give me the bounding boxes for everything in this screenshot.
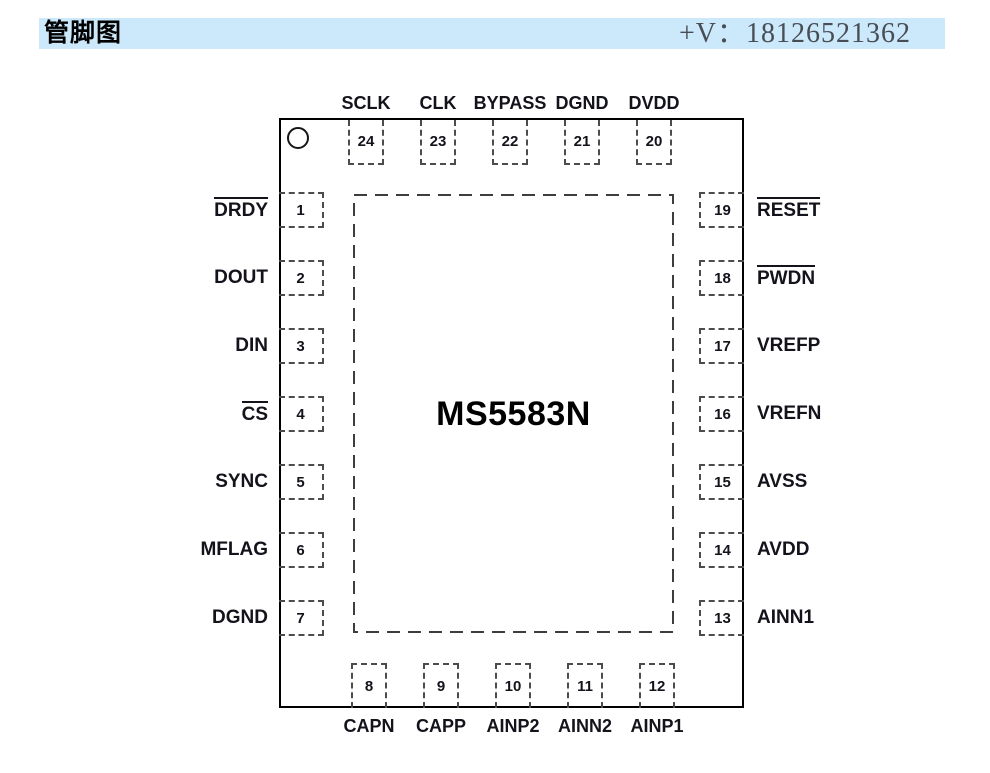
- pin-6-box: 6: [279, 532, 324, 568]
- pin-1-box: 1: [279, 192, 324, 228]
- pin-20-box: 20: [636, 120, 672, 165]
- pin-2-box: 2: [279, 260, 324, 296]
- pin-14-box: 14: [699, 532, 744, 568]
- pin-20-label: DVDD: [628, 93, 680, 113]
- pin-18-number: 18: [714, 269, 731, 287]
- pin-7-number: 7: [296, 609, 305, 627]
- pin-3-label: DIN: [235, 335, 268, 356]
- section-title: 管脚图: [44, 19, 123, 47]
- pin-4-label: CS: [98, 401, 268, 428]
- pin-13-box: 13: [699, 600, 744, 636]
- pin-5-box: 5: [279, 464, 324, 500]
- chip-package-outline: [279, 118, 744, 708]
- pin-9-number: 9: [436, 678, 446, 695]
- pin-24-number: 24: [357, 133, 375, 150]
- pin-6-label: MFLAG: [200, 539, 268, 560]
- pin-19-box: 19: [699, 192, 744, 228]
- pin-4-box: 4: [279, 396, 324, 432]
- pin-5-number: 5: [296, 473, 305, 491]
- pin-16-number: 16: [714, 405, 731, 423]
- pin-8-label: CAPN: [343, 716, 395, 736]
- pin-22-number: 22: [501, 133, 519, 150]
- pin-10-number: 10: [504, 678, 522, 695]
- pin-22-box: 22: [492, 120, 528, 165]
- section-header-band: 管脚图 +V：18126521362: [39, 18, 945, 49]
- pin-1-label: DRDY: [98, 197, 268, 224]
- pin-17-number: 17: [714, 337, 731, 355]
- pin-15-label: AVSS: [757, 471, 808, 492]
- pin-10-box: 10: [495, 663, 531, 708]
- pin-9-box: 9: [423, 663, 459, 708]
- pin-23-number: 23: [429, 133, 447, 150]
- pin-15-box: 15: [699, 464, 744, 500]
- pin-12-box: 12: [639, 663, 675, 708]
- pin-9-label: CAPP: [415, 716, 466, 736]
- pin-11-number: 11: [577, 678, 593, 695]
- pin-7-box: 7: [279, 600, 324, 636]
- pin-18-label: PWDN: [757, 265, 927, 292]
- pin-19-number: 19: [714, 201, 731, 219]
- pin-14-number: 14: [714, 541, 731, 559]
- pin-8-box: 8: [351, 663, 387, 708]
- pin-19-label: RESET: [757, 197, 927, 224]
- pin-17-box: 17: [699, 328, 744, 364]
- pin-15-number: 15: [714, 473, 731, 491]
- pin-11-box: 11: [567, 663, 603, 708]
- pin-22-label: BYPASS: [473, 93, 547, 113]
- pin-21-number: 21: [573, 133, 591, 150]
- pin-23-box: 23: [420, 120, 456, 165]
- pin-5-label: SYNC: [215, 471, 268, 492]
- pin-16-box: 16: [699, 396, 744, 432]
- pin-1-number: 1: [296, 201, 305, 219]
- pin-3-box: 3: [279, 328, 324, 364]
- pin-6-number: 6: [296, 541, 305, 559]
- pin-7-label: DGND: [212, 607, 268, 628]
- pin-12-number: 12: [648, 678, 666, 695]
- pin-11-label: AINN2: [557, 716, 612, 736]
- contact-phone: +V：18126521362: [678, 18, 911, 49]
- pin1-indicator-icon: [287, 127, 309, 149]
- pin-12-label: AINP1: [630, 716, 684, 736]
- pin-2-number: 2: [296, 269, 305, 287]
- pin-17-label: VREFP: [757, 335, 821, 356]
- pin-24-label: SCLK: [341, 93, 391, 113]
- pin-2-label: DOUT: [214, 267, 268, 288]
- pin-13-number: 13: [714, 609, 731, 627]
- pin-23-label: CLK: [419, 93, 457, 113]
- pin-4-number: 4: [296, 405, 305, 423]
- pin-21-label: DGND: [555, 93, 609, 113]
- pin-13-label: AINN1: [757, 607, 815, 628]
- pin-16-label: VREFN: [757, 403, 822, 424]
- exposed-pad-outline: [353, 194, 674, 633]
- pin-20-number: 20: [645, 133, 663, 150]
- pin-21-box: 21: [564, 120, 600, 165]
- pin-10-label: AINP2: [486, 716, 540, 736]
- pin-3-number: 3: [296, 337, 305, 355]
- pin-14-label: AVDD: [757, 539, 810, 560]
- pin-8-number: 8: [364, 678, 374, 695]
- pin-24-box: 24: [348, 120, 384, 165]
- chip-name: MS5583N: [436, 395, 591, 433]
- pin-18-box: 18: [699, 260, 744, 296]
